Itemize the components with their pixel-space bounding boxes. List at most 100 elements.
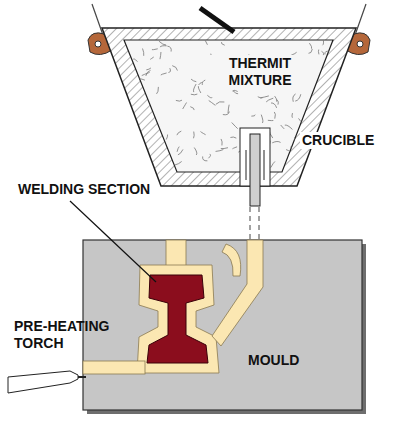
texture-stroke: [134, 59, 138, 62]
texture-stroke: [261, 115, 263, 123]
texture-stroke: [216, 102, 225, 105]
crucible-wall: [102, 28, 356, 186]
texture-stroke: [317, 88, 318, 93]
texture-stroke: [183, 103, 187, 109]
texture-stroke: [152, 48, 158, 50]
texture-stroke: [294, 137, 296, 146]
handle-pin: [357, 41, 363, 47]
texture-stroke: [166, 135, 167, 140]
texture-stroke: [191, 79, 196, 82]
texture-stroke: [133, 111, 137, 113]
texture-stroke: [134, 133, 136, 140]
texture-stroke: [142, 94, 145, 98]
pouring-gate: [212, 240, 263, 346]
nozzle-line: [246, 150, 247, 180]
texture-stroke: [318, 50, 319, 55]
texture-stroke: [260, 96, 269, 98]
part-label: MOULD: [246, 352, 301, 369]
texture-stroke: [177, 147, 179, 152]
texture-stroke: [177, 131, 181, 135]
texture-stroke: [202, 80, 205, 85]
texture-stroke: [159, 41, 166, 45]
texture-stroke: [293, 94, 296, 102]
texture-stroke: [290, 147, 296, 149]
texture-stroke: [274, 112, 275, 119]
texture-stroke: [125, 160, 126, 165]
texture-stroke: [230, 137, 236, 138]
texture-stroke: [168, 68, 170, 72]
texture-stroke: [233, 90, 238, 93]
texture-stroke: [311, 125, 315, 130]
texture-stroke: [221, 139, 222, 145]
texture-stroke: [216, 150, 224, 152]
texture-stroke: [149, 160, 154, 165]
texture-stroke: [194, 148, 197, 155]
texture-stroke: [221, 147, 228, 149]
texture-stroke: [132, 74, 138, 77]
texture-stroke: [143, 49, 144, 56]
riser-curve: [222, 244, 241, 276]
part-label: THERMIT MIXTURE: [208, 55, 312, 89]
texture-stroke: [122, 65, 127, 70]
texture-stroke: [198, 86, 201, 93]
pre-heating-torch: [8, 371, 78, 393]
texture-stroke: [150, 57, 153, 59]
texture-stroke: [178, 149, 183, 154]
texture-stroke: [315, 108, 322, 112]
texture-stroke: [200, 131, 205, 134]
texture-stroke: [325, 51, 330, 54]
leader-line: [70, 201, 156, 282]
texture-stroke: [271, 161, 275, 167]
texture-stroke: [330, 111, 334, 116]
texture-stroke: [232, 147, 237, 149]
texture-stroke: [137, 78, 145, 80]
texture-stroke: [204, 37, 207, 45]
texture-stroke: [141, 133, 145, 141]
texture-stroke: [305, 120, 308, 127]
texture-stroke: [251, 115, 255, 117]
texture-stroke: [148, 117, 150, 121]
texture-stroke: [221, 42, 224, 45]
tamping-rod: [200, 8, 234, 32]
texture-stroke: [223, 112, 229, 115]
texture-stroke: [161, 73, 167, 75]
texture-stroke: [160, 46, 167, 47]
texture-stroke: [232, 123, 238, 129]
texture-stroke: [271, 103, 277, 108]
texture-stroke: [266, 98, 273, 102]
texture-stroke: [304, 114, 308, 120]
texture-stroke: [322, 38, 324, 45]
texture-stroke: [295, 94, 301, 101]
texture-stroke: [191, 94, 197, 96]
texture-stroke: [209, 101, 216, 106]
texture-stroke: [199, 82, 202, 85]
mould: [83, 240, 362, 410]
texture-stroke: [208, 154, 210, 158]
texture-stroke: [157, 87, 159, 94]
texture-stroke: [316, 115, 319, 121]
texture-stroke: [268, 120, 273, 121]
molten-stream: [259, 207, 260, 242]
part-label: CRUCIBLE: [300, 132, 376, 149]
torch-flame: [78, 376, 86, 378]
part-label: PRE-HEATING TORCH: [12, 318, 126, 352]
texture-stroke: [167, 46, 171, 51]
texture-stroke: [301, 124, 305, 128]
texture-stroke: [281, 125, 284, 129]
mould-cavity: [83, 240, 263, 374]
texture-stroke: [291, 113, 293, 118]
texture-stroke: [299, 118, 303, 123]
texture-stroke: [285, 125, 293, 129]
part-label: WELDING SECTION: [16, 181, 152, 198]
thermit-mixture: [124, 40, 333, 172]
handle-pin: [95, 41, 101, 47]
texture-stroke: [203, 156, 208, 160]
texture-stroke: [153, 160, 158, 161]
texture-stroke: [207, 95, 212, 98]
texture-stroke: [128, 74, 132, 76]
texture-stroke: [160, 52, 161, 59]
texture-stroke: [325, 73, 326, 82]
texture-stroke: [190, 107, 194, 110]
texture-stroke: [176, 100, 182, 102]
